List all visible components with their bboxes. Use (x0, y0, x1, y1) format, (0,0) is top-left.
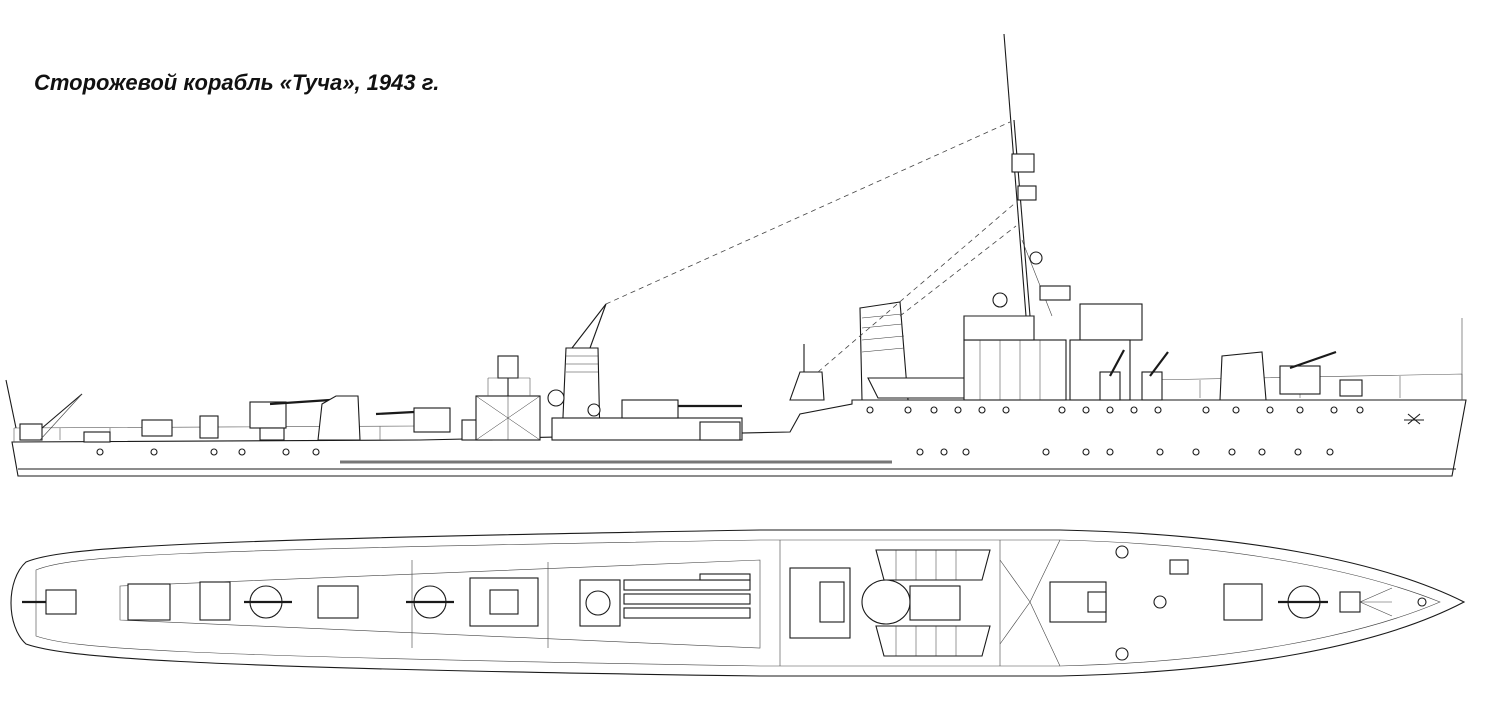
forward-gun-shield (1219, 351, 1267, 401)
hull-plan-inner (35, 539, 1441, 667)
winch (141, 419, 173, 437)
plan-view (10, 529, 1466, 677)
portholes (96, 406, 1364, 456)
forward-gun-plan (1223, 583, 1427, 621)
aft-gun-shield (317, 395, 361, 441)
side-profile (5, 33, 1467, 477)
torpedo-tubes-plan (579, 573, 751, 627)
anchor-icon (1404, 413, 1424, 425)
forward-deck-plan (1049, 545, 1189, 661)
main-mast (1003, 33, 1071, 317)
bridge-structure (963, 292, 1143, 401)
stern-plan (22, 589, 77, 615)
forward-funnel (789, 301, 909, 401)
boats-plan (875, 549, 991, 657)
forward-aa-guns (1099, 349, 1169, 401)
aft-deckhouse (475, 355, 541, 441)
drawing-title: Сторожевой корабль «Туча», 1943 г. (34, 70, 440, 95)
stern-crane (5, 379, 83, 441)
depth-charge-rack (83, 431, 111, 443)
rigging (605, 121, 1017, 373)
aft-funnel (547, 303, 607, 441)
forward-gun-mount (1279, 350, 1363, 397)
bridge-plan (789, 567, 961, 639)
aft-gun-mount (249, 398, 331, 441)
deckhouse-plan (469, 577, 539, 627)
anchor-chains (1359, 587, 1393, 617)
aft-aa-guns (375, 407, 493, 441)
aft-gun-plan (127, 581, 454, 621)
torpedo-tubes-side (551, 399, 743, 441)
